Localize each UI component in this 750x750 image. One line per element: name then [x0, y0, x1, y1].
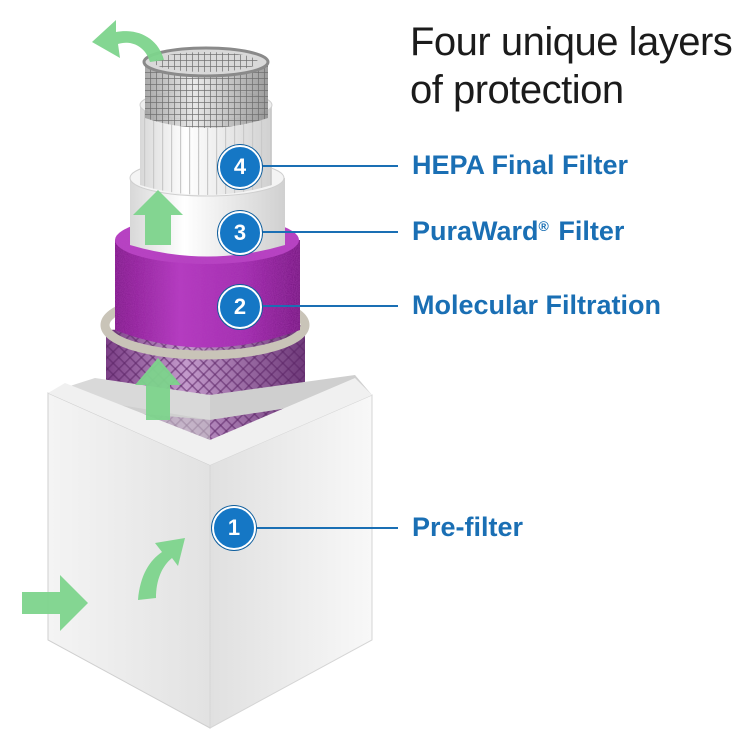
registered-mark: ® — [538, 218, 549, 234]
exhaust-arrow — [92, 20, 164, 62]
rising-arrow-box — [138, 538, 185, 600]
title-line-2: of protection — [410, 68, 624, 112]
leader-line-3 — [258, 231, 398, 233]
diagram-title: Four unique layers of protection — [410, 18, 745, 114]
badge-1: 1 — [212, 506, 256, 550]
title-line-1: Four unique layers — [410, 20, 733, 64]
badge-3: 3 — [218, 211, 262, 255]
intake-arrow — [22, 575, 88, 631]
puraward-suffix: Filter — [550, 216, 625, 246]
label-pre-filter: Pre-filter — [412, 512, 524, 542]
leader-line-4 — [258, 165, 398, 167]
puraward-name: PuraWard — [412, 216, 539, 246]
pre-filter-box — [47, 375, 373, 729]
label-puraward-filter: PuraWard® Filter — [412, 216, 624, 247]
leader-line-1 — [255, 527, 398, 529]
leader-line-2 — [258, 305, 398, 307]
label-hepa-final-filter: HEPA Final Filter — [412, 150, 629, 180]
rising-arrow-mesh — [135, 358, 181, 420]
badge-4: 4 — [218, 145, 262, 189]
label-molecular-filtration: Molecular Filtration — [412, 290, 662, 320]
metal-cap — [142, 46, 270, 128]
rising-arrow-upper — [133, 190, 183, 245]
badge-2: 2 — [218, 285, 262, 329]
airflow-arrows — [22, 20, 185, 631]
